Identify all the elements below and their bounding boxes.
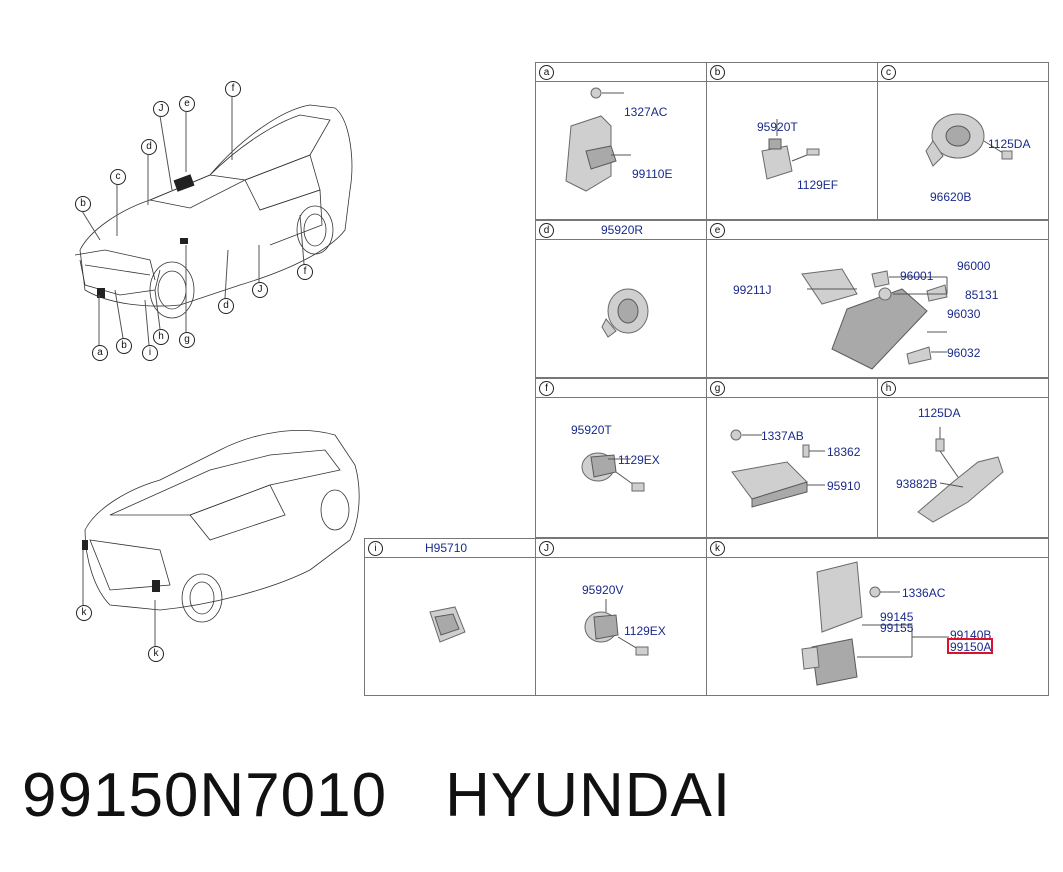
callout-J-right: J bbox=[252, 282, 268, 298]
part-number[interactable]: 95910 bbox=[827, 479, 861, 493]
callout-e: e bbox=[179, 96, 195, 112]
part-number[interactable]: 96001 bbox=[900, 269, 934, 283]
sensor-drawing bbox=[581, 452, 645, 492]
vehicle-rear-view bbox=[82, 430, 360, 623]
callout-a: a bbox=[92, 345, 108, 361]
part-number[interactable]: 99110E bbox=[632, 167, 673, 181]
radar-bracket-drawing bbox=[801, 561, 949, 686]
cell-d: d 95920R bbox=[535, 220, 707, 378]
part-number[interactable]: 96030 bbox=[947, 307, 981, 321]
callout-b-left: b bbox=[75, 196, 91, 212]
cell-k: k 1336AC 99145 99155 99140B 99150A bbox=[706, 538, 1049, 696]
part-number[interactable]: 95920T bbox=[757, 120, 798, 134]
cell-header: b bbox=[707, 63, 877, 82]
footer-part-number: 99150N7010 bbox=[22, 761, 388, 830]
part-number[interactable]: 85131 bbox=[965, 288, 999, 302]
callout-leader-lines bbox=[81, 96, 305, 346]
cell-tag: d bbox=[539, 223, 554, 238]
cell-header: f bbox=[536, 379, 706, 398]
callout-leader-lines-bottom bbox=[82, 550, 156, 646]
cell-g: g 1337AB 18362 95910 bbox=[706, 378, 878, 538]
sensor-drawing bbox=[584, 599, 649, 656]
callout-J-top: J bbox=[153, 101, 169, 117]
part-number[interactable]: 1129EF bbox=[797, 178, 839, 192]
part-number-highlighted[interactable]: 99150A bbox=[950, 640, 992, 654]
cell-header: i H95710 bbox=[365, 539, 535, 558]
part-number[interactable]: 95920V bbox=[582, 583, 624, 597]
cell-tag: a bbox=[539, 65, 554, 80]
cell-tag: b bbox=[710, 65, 725, 80]
cell-header: e bbox=[707, 221, 1048, 240]
part-number[interactable]: 1125DA bbox=[918, 406, 961, 420]
horn-drawing bbox=[925, 113, 1013, 167]
cell-header: d 95920R bbox=[536, 221, 706, 240]
callout-d-right: d bbox=[218, 298, 234, 314]
cell-tag: g bbox=[710, 381, 725, 396]
callout-d-top: d bbox=[141, 139, 157, 155]
cell-header: k bbox=[707, 539, 1048, 558]
cell-e: e 96000 96001 99211J 85131 96030 96032 bbox=[706, 220, 1049, 378]
part-number[interactable]: 96000 bbox=[957, 259, 991, 273]
part-number[interactable]: 1129EX bbox=[618, 453, 660, 467]
callout-f-top: f bbox=[225, 81, 241, 97]
part-number[interactable]: 96620B bbox=[930, 190, 972, 204]
part-number[interactable]: 1337AB bbox=[761, 429, 804, 443]
part-number[interactable]: 99155 bbox=[880, 621, 914, 635]
part-number[interactable]: 1327AC bbox=[624, 105, 668, 119]
callout-b-bottom: b bbox=[116, 338, 132, 354]
callout-k-right: k bbox=[148, 646, 164, 662]
part-number[interactable]: 18362 bbox=[827, 445, 861, 459]
part-number[interactable]: 99145 bbox=[880, 610, 914, 624]
sensor-ring-drawing bbox=[601, 288, 649, 338]
part-number[interactable]: 1129EX bbox=[624, 624, 666, 638]
cell-tag: k bbox=[710, 541, 725, 556]
callout-g: g bbox=[179, 332, 195, 348]
callout-i: i bbox=[142, 345, 158, 361]
header-part-number[interactable]: H95710 bbox=[425, 541, 468, 555]
bracket-drawing bbox=[565, 87, 631, 192]
sensor-drawing bbox=[761, 119, 820, 180]
callout-c: c bbox=[110, 169, 126, 185]
highlight-box bbox=[947, 638, 993, 654]
footer-brand: HYUNDAI bbox=[445, 761, 732, 830]
control-unit-drawing bbox=[730, 429, 825, 508]
cell-h: h 1125DA 93882B bbox=[877, 378, 1049, 538]
cell-tag: h bbox=[881, 381, 896, 396]
cell-tag: e bbox=[710, 223, 725, 238]
cell-c: c 1125DA 96620B bbox=[877, 62, 1049, 220]
cell-tag: J bbox=[539, 541, 554, 556]
camera-bracket-drawing bbox=[801, 268, 948, 370]
part-number[interactable]: 99211J bbox=[733, 283, 772, 297]
cell-header: a bbox=[536, 63, 706, 82]
mount-bracket-drawing bbox=[917, 427, 1004, 523]
part-number[interactable]: 1125DA bbox=[988, 137, 1031, 151]
cell-header: J bbox=[536, 539, 706, 558]
cell-f: f 95920T 1129EX bbox=[535, 378, 707, 538]
callout-f-right: f bbox=[297, 264, 313, 280]
cell-b: b 95920T 1129EF bbox=[706, 62, 878, 220]
cell-tag: f bbox=[539, 381, 554, 396]
cell-header: c bbox=[878, 63, 1048, 82]
header-part-number[interactable]: 95920R bbox=[601, 223, 644, 237]
callout-k-left: k bbox=[76, 605, 92, 621]
cell-a: a 1327AC 99110E bbox=[535, 62, 707, 220]
module-drawing bbox=[429, 606, 466, 643]
cell-header: g bbox=[707, 379, 877, 398]
part-number[interactable]: 96032 bbox=[947, 346, 981, 360]
cell-tag: c bbox=[881, 65, 896, 80]
cell-i: i H95710 bbox=[364, 538, 536, 696]
part-number[interactable]: 1336AC bbox=[902, 586, 946, 600]
cell-header: h bbox=[878, 379, 1048, 398]
footer-title: 99150N7010 HYUNDAI bbox=[22, 760, 731, 831]
part-number[interactable]: 95920T bbox=[571, 423, 612, 437]
callout-h: h bbox=[153, 329, 169, 345]
cell-tag: i bbox=[368, 541, 383, 556]
vehicle-front-view bbox=[74, 104, 353, 319]
cell-J: J 95920V 1129EX bbox=[535, 538, 707, 696]
part-number[interactable]: 93882B bbox=[896, 477, 938, 491]
